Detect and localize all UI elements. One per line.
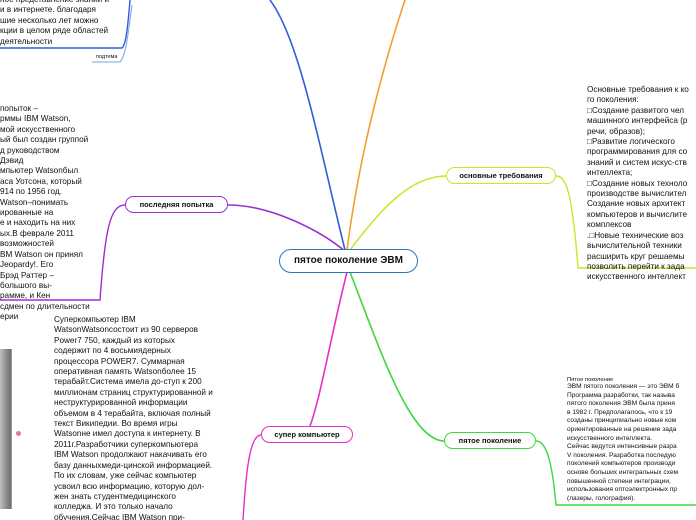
- last-attempt-bracket: [0, 204, 126, 301]
- topic-requirements-label: основные требования: [459, 171, 543, 180]
- supercomputer-note-text: Суперкомпьютер IBM WatsonWatsonсостоит и…: [54, 315, 213, 520]
- fifth-generation-note-text: ЭВМ пятого поколения — это ЭВМ б Програм…: [567, 383, 680, 502]
- central-topic[interactable]: пятое поколение ЭВМ: [279, 249, 418, 273]
- fifth-generation-bracket: [535, 440, 696, 506]
- branch-line-supercomputer: [309, 271, 348, 427]
- supercomputer-image: [0, 349, 12, 509]
- branch-line-top-left: [269, 0, 346, 251]
- topic-fifth-generation-label: пятое поколение: [458, 436, 522, 445]
- branch-line-top: [346, 0, 406, 251]
- central-topic-label: пятое поколение ЭВМ: [294, 255, 403, 266]
- topic-supercomputer[interactable]: супер компьютер: [261, 426, 353, 443]
- top-left-note-text: ное представление знаний и и в интернете…: [0, 0, 109, 46]
- branch-line-last-attempt: [227, 204, 347, 253]
- topic-last-attempt[interactable]: последняя попытка: [125, 196, 228, 213]
- top-left-subtopic-line: [0, 0, 131, 49]
- branch-line-requirements: [349, 175, 447, 251]
- last-attempt-note-text: попыток – рммы IBM Watson, мой искусстве…: [0, 104, 90, 322]
- topic-supercomputer-label: супер компьютер: [274, 430, 340, 439]
- top-left-sublabel[interactable]: подтема: [96, 54, 118, 60]
- requirements-bracket: [555, 175, 696, 269]
- requirements-note-text: Основные требования к ко го поколения: □…: [587, 85, 689, 282]
- topic-last-attempt-label: последняя попытка: [139, 200, 214, 209]
- fifth-generation-note-title: Пятое поколение: [567, 377, 614, 383]
- branch-line-fifth-generation: [349, 271, 445, 442]
- supercomputer-bracket: [242, 434, 262, 520]
- image-marker-icon: [16, 431, 21, 436]
- topic-requirements[interactable]: основные требования: [446, 167, 556, 184]
- topic-fifth-generation[interactable]: пятое поколение: [444, 432, 536, 449]
- top-left-sublabel-line: [92, 4, 133, 63]
